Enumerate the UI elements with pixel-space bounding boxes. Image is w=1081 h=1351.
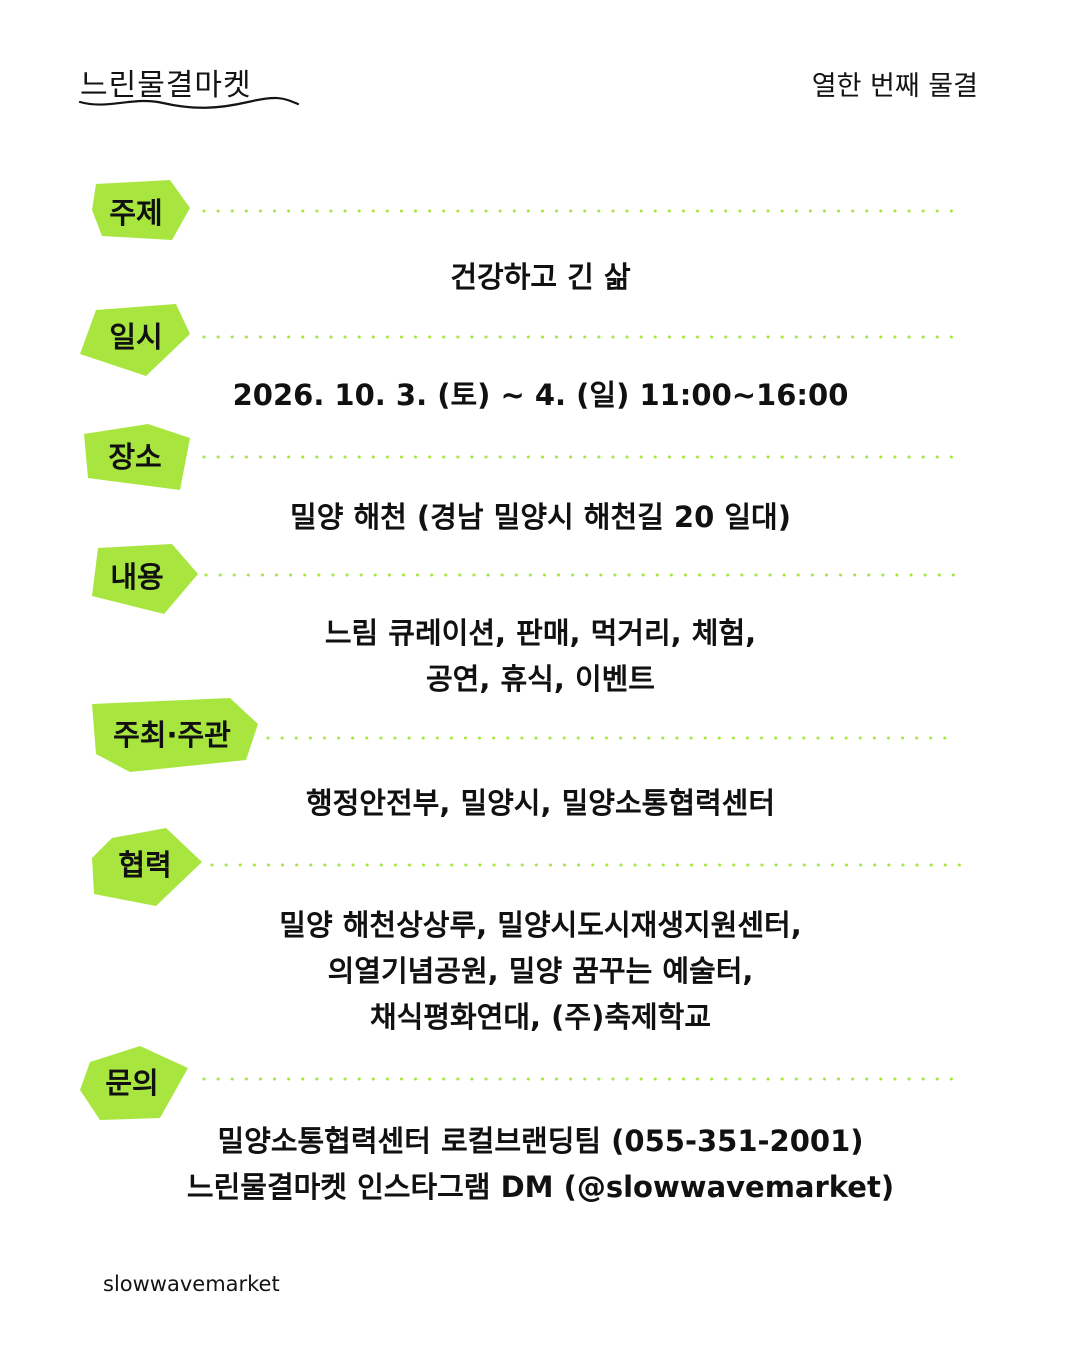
body-organizer: 행정안전부, 밀양시, 밀양소통협력센터 [0,780,1081,826]
tag-contact: 문의 [80,1046,190,1120]
tag-shape-icon [92,544,198,614]
body-line: 밀양 해천상상루, 밀양시도시재생지원센터, [279,908,802,942]
body-datetime: 2026. 10. 3. (토) ~ 4. (일) 11:00~16:00 [0,372,1081,418]
body-line: 느림 큐레이션, 판매, 먹거리, 체험, [324,616,757,650]
footer-handle: slowwavemarket [103,1272,280,1296]
dotted-divider [266,736,960,740]
body-line: 행정안전부, 밀양시, 밀양소통협력센터 [305,786,776,820]
tag-datetime: 일시 [80,304,192,376]
section-head-organizer: 주최·주관 [0,698,1081,772]
tag-shape-icon [92,180,190,240]
tag-label-content: 내용 [110,560,164,594]
tag-cooperation: 협력 [92,828,204,906]
dotted-divider [202,1077,960,1081]
body-contact: 밀양소통협력센터 로컬브랜딩팀 (055-351-2001) 느린물결마켓 인스… [0,1118,1081,1210]
tag-label-organizer: 주최·주관 [113,718,231,752]
tag-shape-icon [92,698,258,772]
body-line: 채식평화연대, (주)축제학교 [369,1000,712,1034]
section-head-cooperation: 협력 [0,828,1081,906]
body-line: 밀양 해천 (경남 밀양시 해천길 20 일대) [290,500,791,534]
section-head-venue: 장소 [0,424,1081,494]
section-head-content: 내용 [0,544,1081,614]
body-line: 건강하고 긴 삶 [450,260,631,294]
tag-label-theme: 주제 [109,196,163,230]
wave-underline-icon [78,96,300,109]
tag-organizer: 주최·주관 [90,698,260,772]
section-head-theme: 주제 [0,180,1081,250]
body-line: 2026. 10. 3. (토) ~ 4. (일) 11:00~16:00 [232,378,849,412]
tag-label-datetime: 일시 [109,320,163,354]
tag-label-contact: 문의 [105,1066,159,1100]
body-line: 의열기념공원, 밀양 꿈꾸는 예술터, [327,954,754,988]
logo: 느린물결마켓 [78,66,300,112]
body-venue: 밀양 해천 (경남 밀양시 해천길 20 일대) [0,494,1081,540]
tag-content: 내용 [92,544,200,614]
dotted-divider [204,573,960,577]
tag-label-cooperation: 협력 [118,848,172,882]
body-line: 공연, 휴식, 이벤트 [426,662,655,696]
section-head-datetime: 일시 [0,304,1081,376]
tag-label-venue: 장소 [108,440,162,474]
body-content: 느림 큐레이션, 판매, 먹거리, 체험, 공연, 휴식, 이벤트 [0,610,1081,702]
tag-shape-icon [80,304,190,376]
tag-theme: 주제 [92,180,192,242]
dotted-divider [202,209,960,213]
body-cooperation: 밀양 해천상상루, 밀양시도시재생지원센터, 의열기념공원, 밀양 꿈꾸는 예술… [0,902,1081,1040]
body-line: 밀양소통협력센터 로컬브랜딩팀 (055-351-2001) [217,1124,864,1158]
dotted-divider [210,863,966,867]
dotted-divider [202,335,960,339]
tag-shape-icon [84,424,190,490]
tag-shape-icon [92,828,202,906]
body-theme: 건강하고 긴 삶 [0,254,1081,300]
section-head-contact: 문의 [0,1046,1081,1120]
edition-label: 열한 번째 물결 [811,71,978,102]
dotted-divider [202,455,960,459]
tag-shape-icon [80,1046,188,1120]
body-line: 느린물결마켓 인스타그램 DM (@slowwavemarket) [186,1170,895,1204]
tag-venue: 장소 [84,424,194,490]
logo-text: 느린물결마켓 [80,68,252,103]
